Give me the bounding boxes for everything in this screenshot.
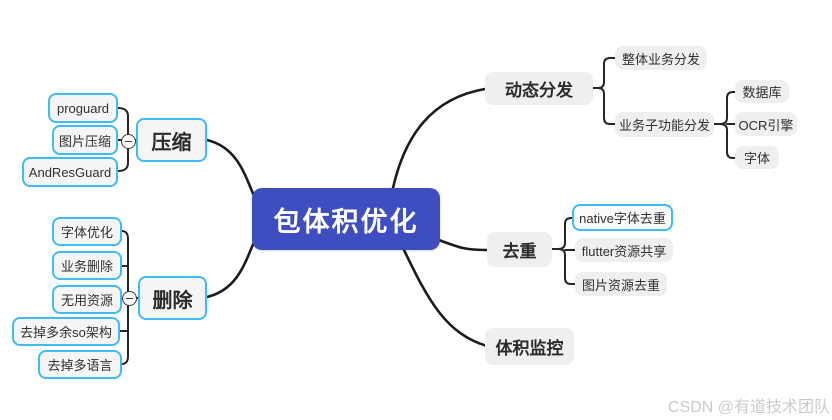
child-business-delete[interactable]: 业务删除	[52, 251, 122, 280]
child-ocr-engine[interactable]: OCR引擎	[735, 112, 797, 136]
branch-delete[interactable]: 删除	[138, 276, 207, 320]
child-database[interactable]: 数据库	[735, 80, 789, 103]
csdn-watermark: CSDN @有道技术团队	[667, 399, 830, 416]
collapse-button-delete[interactable]	[122, 291, 137, 306]
collapse-button-compress[interactable]	[121, 134, 136, 149]
child-remove-multilang[interactable]: 去掉多语言	[38, 350, 122, 379]
child-font[interactable]: 字体	[735, 146, 779, 169]
branch-size-monitor[interactable]: 体积监控	[485, 328, 574, 365]
root-node[interactable]: 包体积优化	[252, 188, 440, 250]
child-native-font-dedup[interactable]: native字体去重	[572, 204, 673, 231]
child-sub-feature-distribution[interactable]: 业务子功能分发	[615, 112, 714, 137]
child-image-compress[interactable]: 图片压缩	[52, 125, 118, 155]
child-andresguard[interactable]: AndResGuard	[22, 157, 118, 187]
child-proguard[interactable]: proguard	[48, 93, 118, 123]
branch-dynamic-distribution[interactable]: 动态分发	[485, 72, 593, 105]
branch-dedup[interactable]: 去重	[487, 232, 552, 267]
minus-icon	[126, 298, 133, 299]
child-unused-resources[interactable]: 无用资源	[52, 285, 122, 314]
minus-icon	[125, 141, 132, 142]
child-image-resource-dedup[interactable]: 图片资源去重	[575, 272, 667, 296]
child-font-optimize[interactable]: 字体优化	[52, 217, 122, 246]
branch-compress[interactable]: 压缩	[136, 118, 207, 162]
child-remove-so-arch[interactable]: 去掉多余so架构	[12, 317, 120, 346]
child-flutter-resource-share[interactable]: flutter资源共享	[575, 238, 673, 262]
child-whole-business-distribution[interactable]: 整体业务分发	[615, 46, 707, 70]
